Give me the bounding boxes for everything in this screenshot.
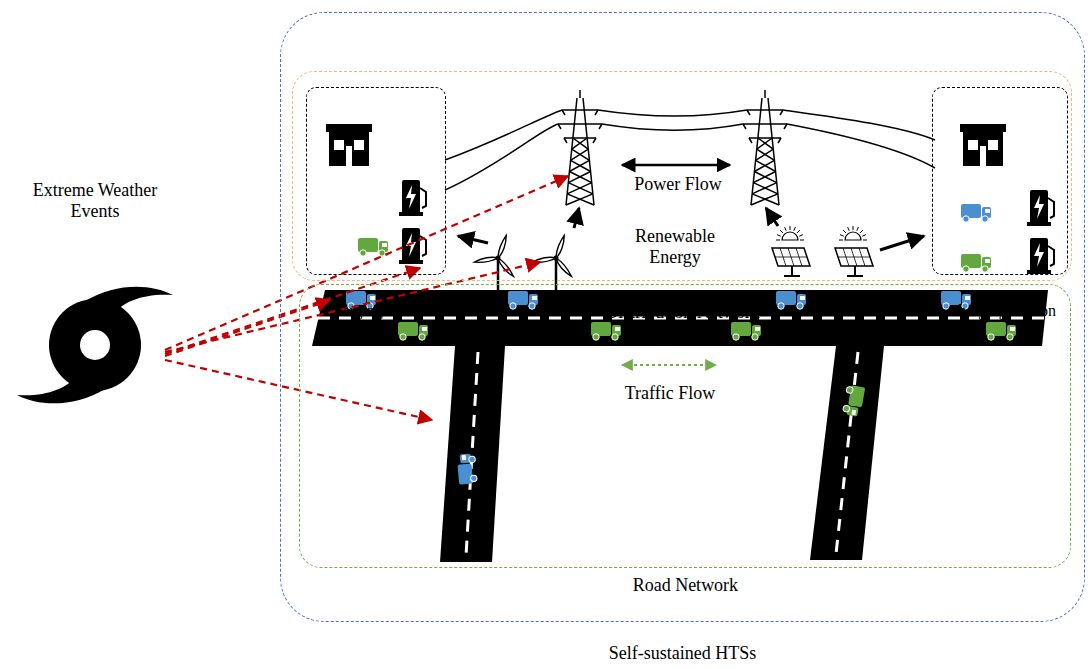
impact-arrows: [165, 176, 568, 420]
trucks: [346, 204, 1016, 485]
charging-station-icons: [326, 124, 1054, 274]
hurricane-symbol: [17, 287, 173, 404]
region-label: Road Network: [300, 575, 1070, 596]
flow-label: Power Flow: [620, 174, 736, 195]
power-flow-arrow: [622, 164, 730, 167]
traffic-flow-arrow: [622, 364, 716, 366]
region-box: Road Network: [299, 284, 1071, 568]
energy-label: Renewable Energy: [612, 226, 738, 267]
transmission-towers: [445, 90, 935, 205]
event-label: Extreme Weather Events: [10, 180, 180, 221]
station-box: Charging Station: [306, 87, 446, 275]
flow-label: Traffic Flow: [612, 383, 728, 404]
station-box: Charging Station: [932, 87, 1068, 275]
renewable-sources: [474, 226, 873, 292]
region-label: Self-sustained HTSs: [281, 643, 1084, 664]
road: [312, 290, 1048, 562]
region-box: Charging StationCharging StationDistribu…: [280, 12, 1085, 622]
